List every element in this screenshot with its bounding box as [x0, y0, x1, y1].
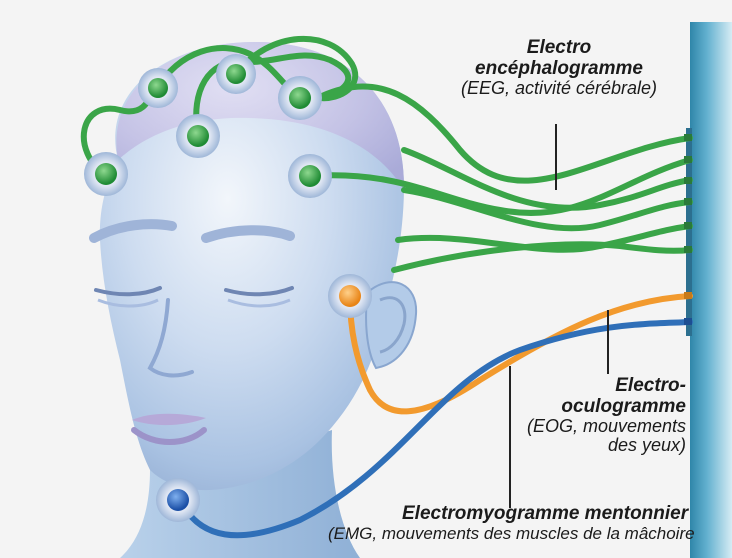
electrode-icon — [278, 76, 322, 120]
electrode-icon — [138, 68, 178, 108]
electrode-icon — [328, 274, 372, 318]
eeg-title-line1: Electro — [434, 38, 684, 59]
eog-detail-line1: (EOG, mouvements — [500, 417, 686, 436]
eog-label: Electro- oculogramme (EOG, mouvements de… — [500, 376, 686, 456]
emg-electrode — [156, 478, 200, 522]
eog-title-line1: Electro- — [500, 376, 686, 397]
emg-label: Electromyogramme mentonnier (EMG, mouvem… — [328, 504, 728, 543]
emg-title: Electromyogramme mentonnier — [328, 504, 728, 525]
eeg-label: Electro encéphalogramme (EEG, activité c… — [434, 38, 684, 98]
electrode-icon — [288, 154, 332, 198]
electrode-icon — [176, 114, 220, 158]
eog-title-line2: oculogramme — [500, 397, 686, 418]
electrode-icon — [84, 152, 128, 196]
emg-detail: (EMG, mouvements des muscles de la mâcho… — [328, 525, 728, 543]
eog-electrode — [328, 274, 372, 318]
eog-detail-line2: des yeux) — [500, 436, 686, 455]
eeg-detail: (EEG, activité cérébrale) — [434, 79, 684, 98]
eeg-title-line2: encéphalogramme — [434, 59, 684, 80]
connector-panel — [686, 22, 732, 558]
electrode-icon — [216, 54, 256, 94]
electrode-icon — [156, 478, 200, 522]
